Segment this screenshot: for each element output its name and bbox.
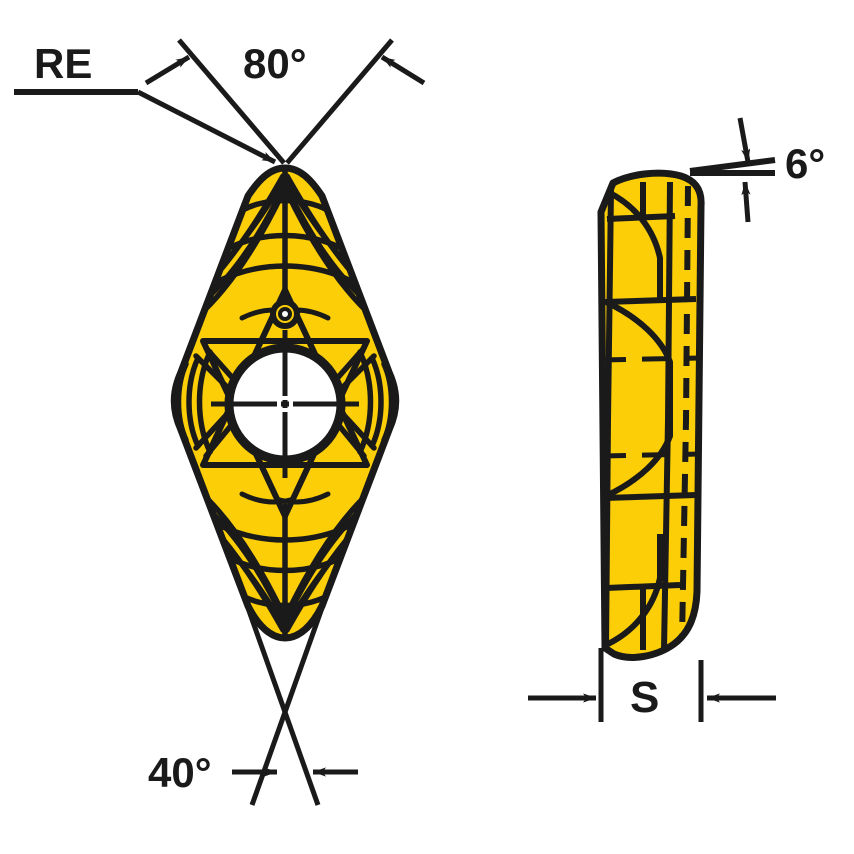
side-short-edges [640, 182, 673, 650]
angle-40-leg-left [245, 607, 321, 806]
annotation-clearance-angle-6: 6° [689, 117, 825, 223]
side-datum-lines [601, 355, 701, 459]
annotation-corner-radius: RE [14, 40, 277, 165]
annotation-thickness-S: S [528, 648, 776, 722]
side-view-insert [597, 169, 705, 661]
clearance-ref-line-upper [689, 157, 776, 174]
clearance-arrow-bottom [741, 181, 751, 223]
clearance-angle-6-label: 6° [785, 140, 825, 187]
corner-radius-leader [136, 89, 277, 165]
angle-80-arrow-right [380, 54, 426, 86]
pilot-hole-detail [270, 299, 300, 329]
hidden-edge-lines [679, 185, 691, 641]
top-view-insert [170, 164, 400, 642]
point-angle-80-label: 80° [243, 40, 307, 87]
thickness-label: S [630, 673, 659, 722]
center-crosshair [211, 330, 359, 478]
point-angle-40-label: 40° [148, 749, 212, 796]
angle-80-arrow-left [144, 54, 191, 86]
side-face-details [601, 181, 701, 651]
annotation-point-angle-40: 40° [148, 607, 358, 806]
angle-80-leg-left [177, 38, 286, 165]
back-rail-edge [603, 189, 614, 651]
clearance-arrow-top [737, 117, 751, 163]
side-division-lines [604, 213, 697, 591]
corner-radius-label: RE [34, 40, 92, 87]
side-body-outline [597, 169, 705, 661]
angle-80-leg-right [285, 38, 394, 165]
annotation-point-angle-80: 80° [144, 38, 426, 165]
